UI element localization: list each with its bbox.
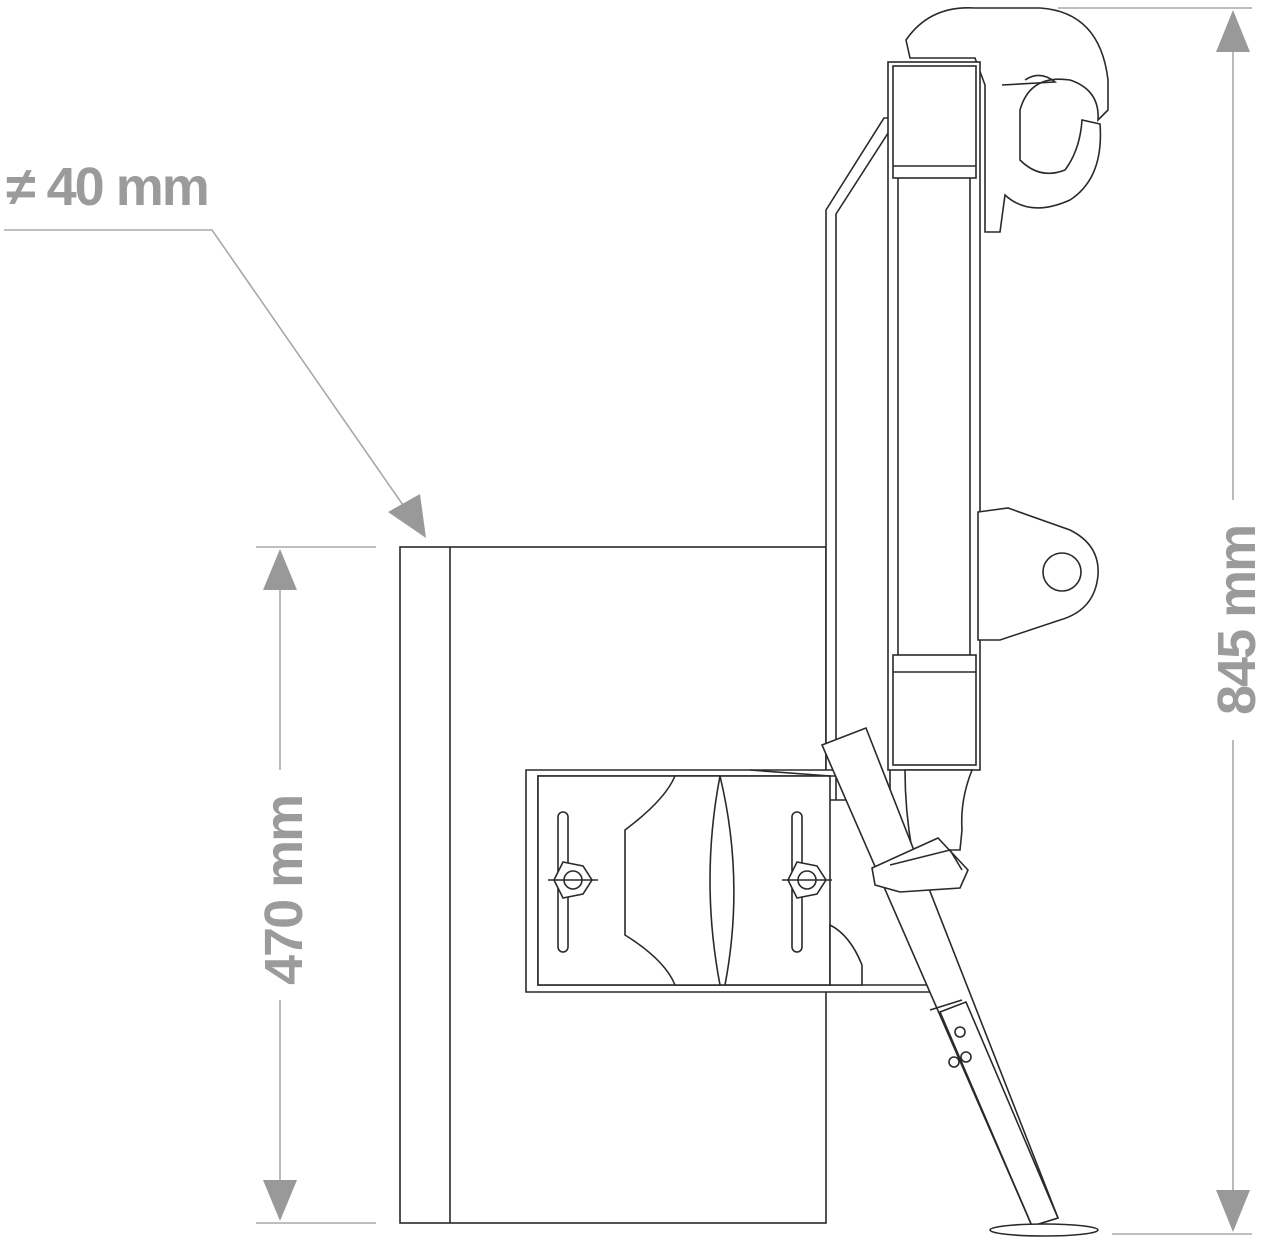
stand-hole-2 [960,1051,972,1063]
nut-left-icon [548,861,598,899]
main-column [887,61,981,851]
mid-lug [977,507,1099,641]
stand-hole-1 [954,1026,966,1038]
stand-sleeve-line [929,999,963,1011]
total-height-dimension: 845 mm [1058,7,1267,1235]
mounting-bracket [525,769,949,993]
thickness-dimension: ≠ 40 mm [4,157,426,538]
column-foot-collar [904,769,974,851]
total-height-arrow-top [1216,10,1250,52]
bracket-clamp-left [624,775,721,986]
hook-notch [1001,74,1058,86]
blade-height-label: 470 mm [254,796,314,985]
total-height-label: 845 mm [1207,526,1267,715]
hook-body [905,6,1109,233]
stand-foot-plate [989,1223,1099,1237]
thickness-label: ≠ 40 mm [6,157,208,217]
upright-frame [825,117,891,801]
lug-plate [977,507,1099,641]
stand-clip-detail [889,849,963,871]
blade-height-arrow-bottom [263,1180,297,1221]
nut-right-icon [782,861,832,899]
column-cap-top [892,65,977,179]
blade-height-dimension: 470 mm [254,546,376,1224]
parking-stand [820,726,1099,1237]
bracket-clamp-right [829,923,863,986]
total-height-arrow-bottom [1216,1190,1250,1232]
column-cap-bottom [892,654,977,766]
lug-hole [1042,552,1082,592]
blade-height-arrow-top [263,549,297,590]
thickness-arrowhead [388,494,426,538]
thickness-leader-line [4,229,413,519]
upright-plate-inner-line [835,129,891,215]
column-tube [887,61,981,771]
bracket-clamp-curve [719,775,735,986]
top-hook [905,6,1109,233]
bracket-top-detail [749,769,831,777]
stand-hole-3 [948,1056,960,1068]
